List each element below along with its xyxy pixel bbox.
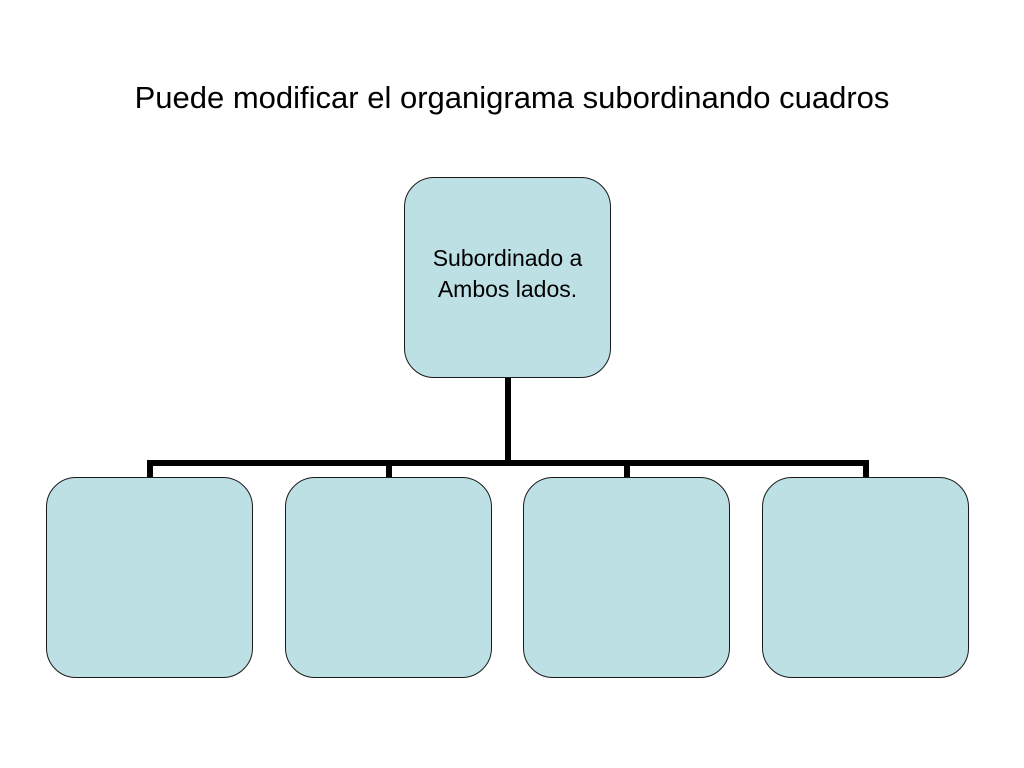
slide-title: Puede modificar el organigrama subordina… — [134, 80, 890, 115]
org-child-box-4[interactable] — [762, 477, 969, 678]
org-root-label: Subordinado a Ambos lados. — [432, 244, 583, 302]
org-child-box-1[interactable] — [46, 477, 253, 678]
org-child-box-3[interactable] — [523, 477, 730, 678]
org-child-box-2[interactable] — [285, 477, 492, 678]
org-root-box[interactable]: Subordinado a Ambos lados. — [404, 177, 611, 378]
